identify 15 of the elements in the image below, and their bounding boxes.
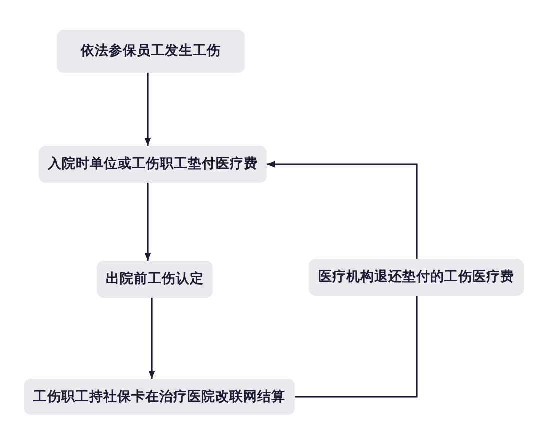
arrow: [267, 161, 418, 259]
step-label: 依法参保员工发生工伤: [81, 43, 221, 60]
process-box: [97, 261, 213, 298]
arrow: [144, 73, 152, 146]
process-box: [309, 259, 524, 296]
arrow: [148, 298, 156, 379]
connector-line: [295, 296, 418, 398]
arrow: [144, 183, 152, 261]
process-box: [24, 379, 295, 415]
step-label: 工伤职工持社保卡在治疗医院改联网结算: [34, 388, 286, 406]
process-box: [57, 30, 245, 73]
step-label: 出院前工伤认定: [106, 271, 204, 288]
step-label: 医疗机构退还垫付的工伤医疗费: [318, 269, 514, 286]
step-label: 入院时单位或工伤职工垫付医疗费: [48, 156, 258, 173]
process-box: [39, 146, 267, 183]
